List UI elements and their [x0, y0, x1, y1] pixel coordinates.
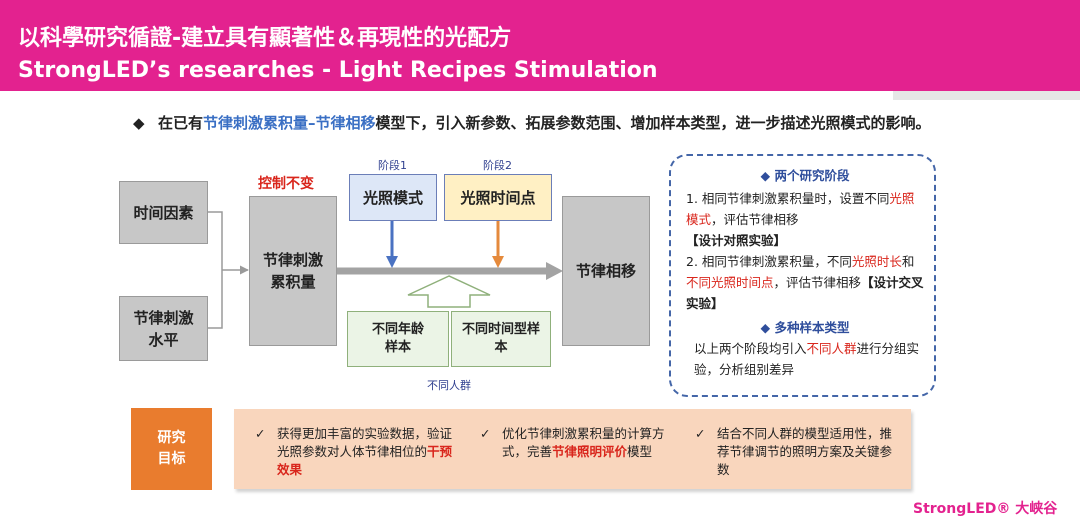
stage1-label: 阶段1: [378, 159, 407, 172]
goals-panel: [234, 409, 911, 489]
goal-item-3: ✓ 结合不同人群的模型适用性，推荐节律调节的照明方案及关键参数: [695, 426, 893, 477]
age-sample-box: 不同年龄样本: [347, 311, 449, 367]
intro-text: ◆ 在已有节律刺激累积量–节律相移模型下，引入新参数、拓展参数范围、增加样本类型…: [133, 111, 933, 135]
cross-experiment-tag: 【设计交叉实验】: [686, 275, 924, 311]
control-label: 控制不变: [258, 176, 314, 192]
strongled-logo: StrongLED® 大峡谷: [913, 501, 1058, 517]
main-arrow-head: [546, 262, 563, 280]
light-mode-box: 光照模式: [349, 174, 437, 221]
page-title-en: StrongLED’s researches - Light Recipes S…: [18, 58, 658, 83]
goal-item-1: ✓ 获得更加丰富的实验数据，验证光照参数对人体节律相位的干预效果: [255, 426, 453, 477]
chronotype-sample-box: 不同时间型样本: [451, 311, 551, 367]
light-timing-box: 光照时间点: [444, 174, 552, 221]
time-factor-box: 时间因素: [119, 181, 208, 244]
samples-heading: ◆ 多种样本类型: [760, 320, 850, 335]
stage2-label: 阶段2: [483, 159, 512, 172]
control-experiment-tag: 【设计对照实验】: [686, 233, 787, 248]
header-banner: [0, 0, 1080, 91]
research-stages-panel: [669, 154, 936, 397]
stimulus-accumulation-box: 节律刺激累积量: [249, 196, 337, 346]
header-accent-bar: [893, 91, 1080, 100]
stage1-arrow-head: [386, 256, 398, 268]
stage2-description: 2. 相同节律刺激累积量，不同光照时长和不同光照时间点，评估节律相移【设计交叉实…: [686, 254, 924, 311]
goal-item-2: ✓ 优化节律刺激累积量的计算方式，完善节律照明评价模型: [480, 426, 665, 459]
crowd-up-arrow: [407, 275, 491, 308]
phase-shift-box: 节律相移: [562, 196, 650, 346]
samples-description: 以上两个阶段均引入不同人群进行分组实验，分析组别差异: [694, 341, 920, 377]
page-title-cn: 以科學研究循證-建立具有顯著性＆再現性的光配方: [18, 26, 512, 51]
check-icon: ✓: [255, 426, 266, 441]
check-icon: ✓: [480, 426, 491, 441]
crowd-label: 不同人群: [427, 379, 471, 392]
model-highlight: 节律刺激累积量–节律相移: [203, 114, 376, 132]
stimulus-level-box: 节律刺激水平: [119, 296, 208, 361]
stage2-arrow-head: [492, 256, 504, 268]
bracket-connector: [208, 211, 223, 329]
research-goal-label: 研究目标: [131, 408, 212, 490]
stage1-description: 1. 相同节律刺激累积量时，设置不同光照模式，评估节律相移: [686, 191, 915, 227]
research-stages-content: ◆ 两个研究阶段 1. 相同节律刺激累积量时，设置不同光照模式，评估节律相移 【…: [686, 165, 924, 380]
check-icon: ✓: [695, 426, 706, 441]
stages-heading: ◆ 两个研究阶段: [760, 168, 850, 183]
diamond-bullet-icon: ◆: [133, 114, 145, 132]
